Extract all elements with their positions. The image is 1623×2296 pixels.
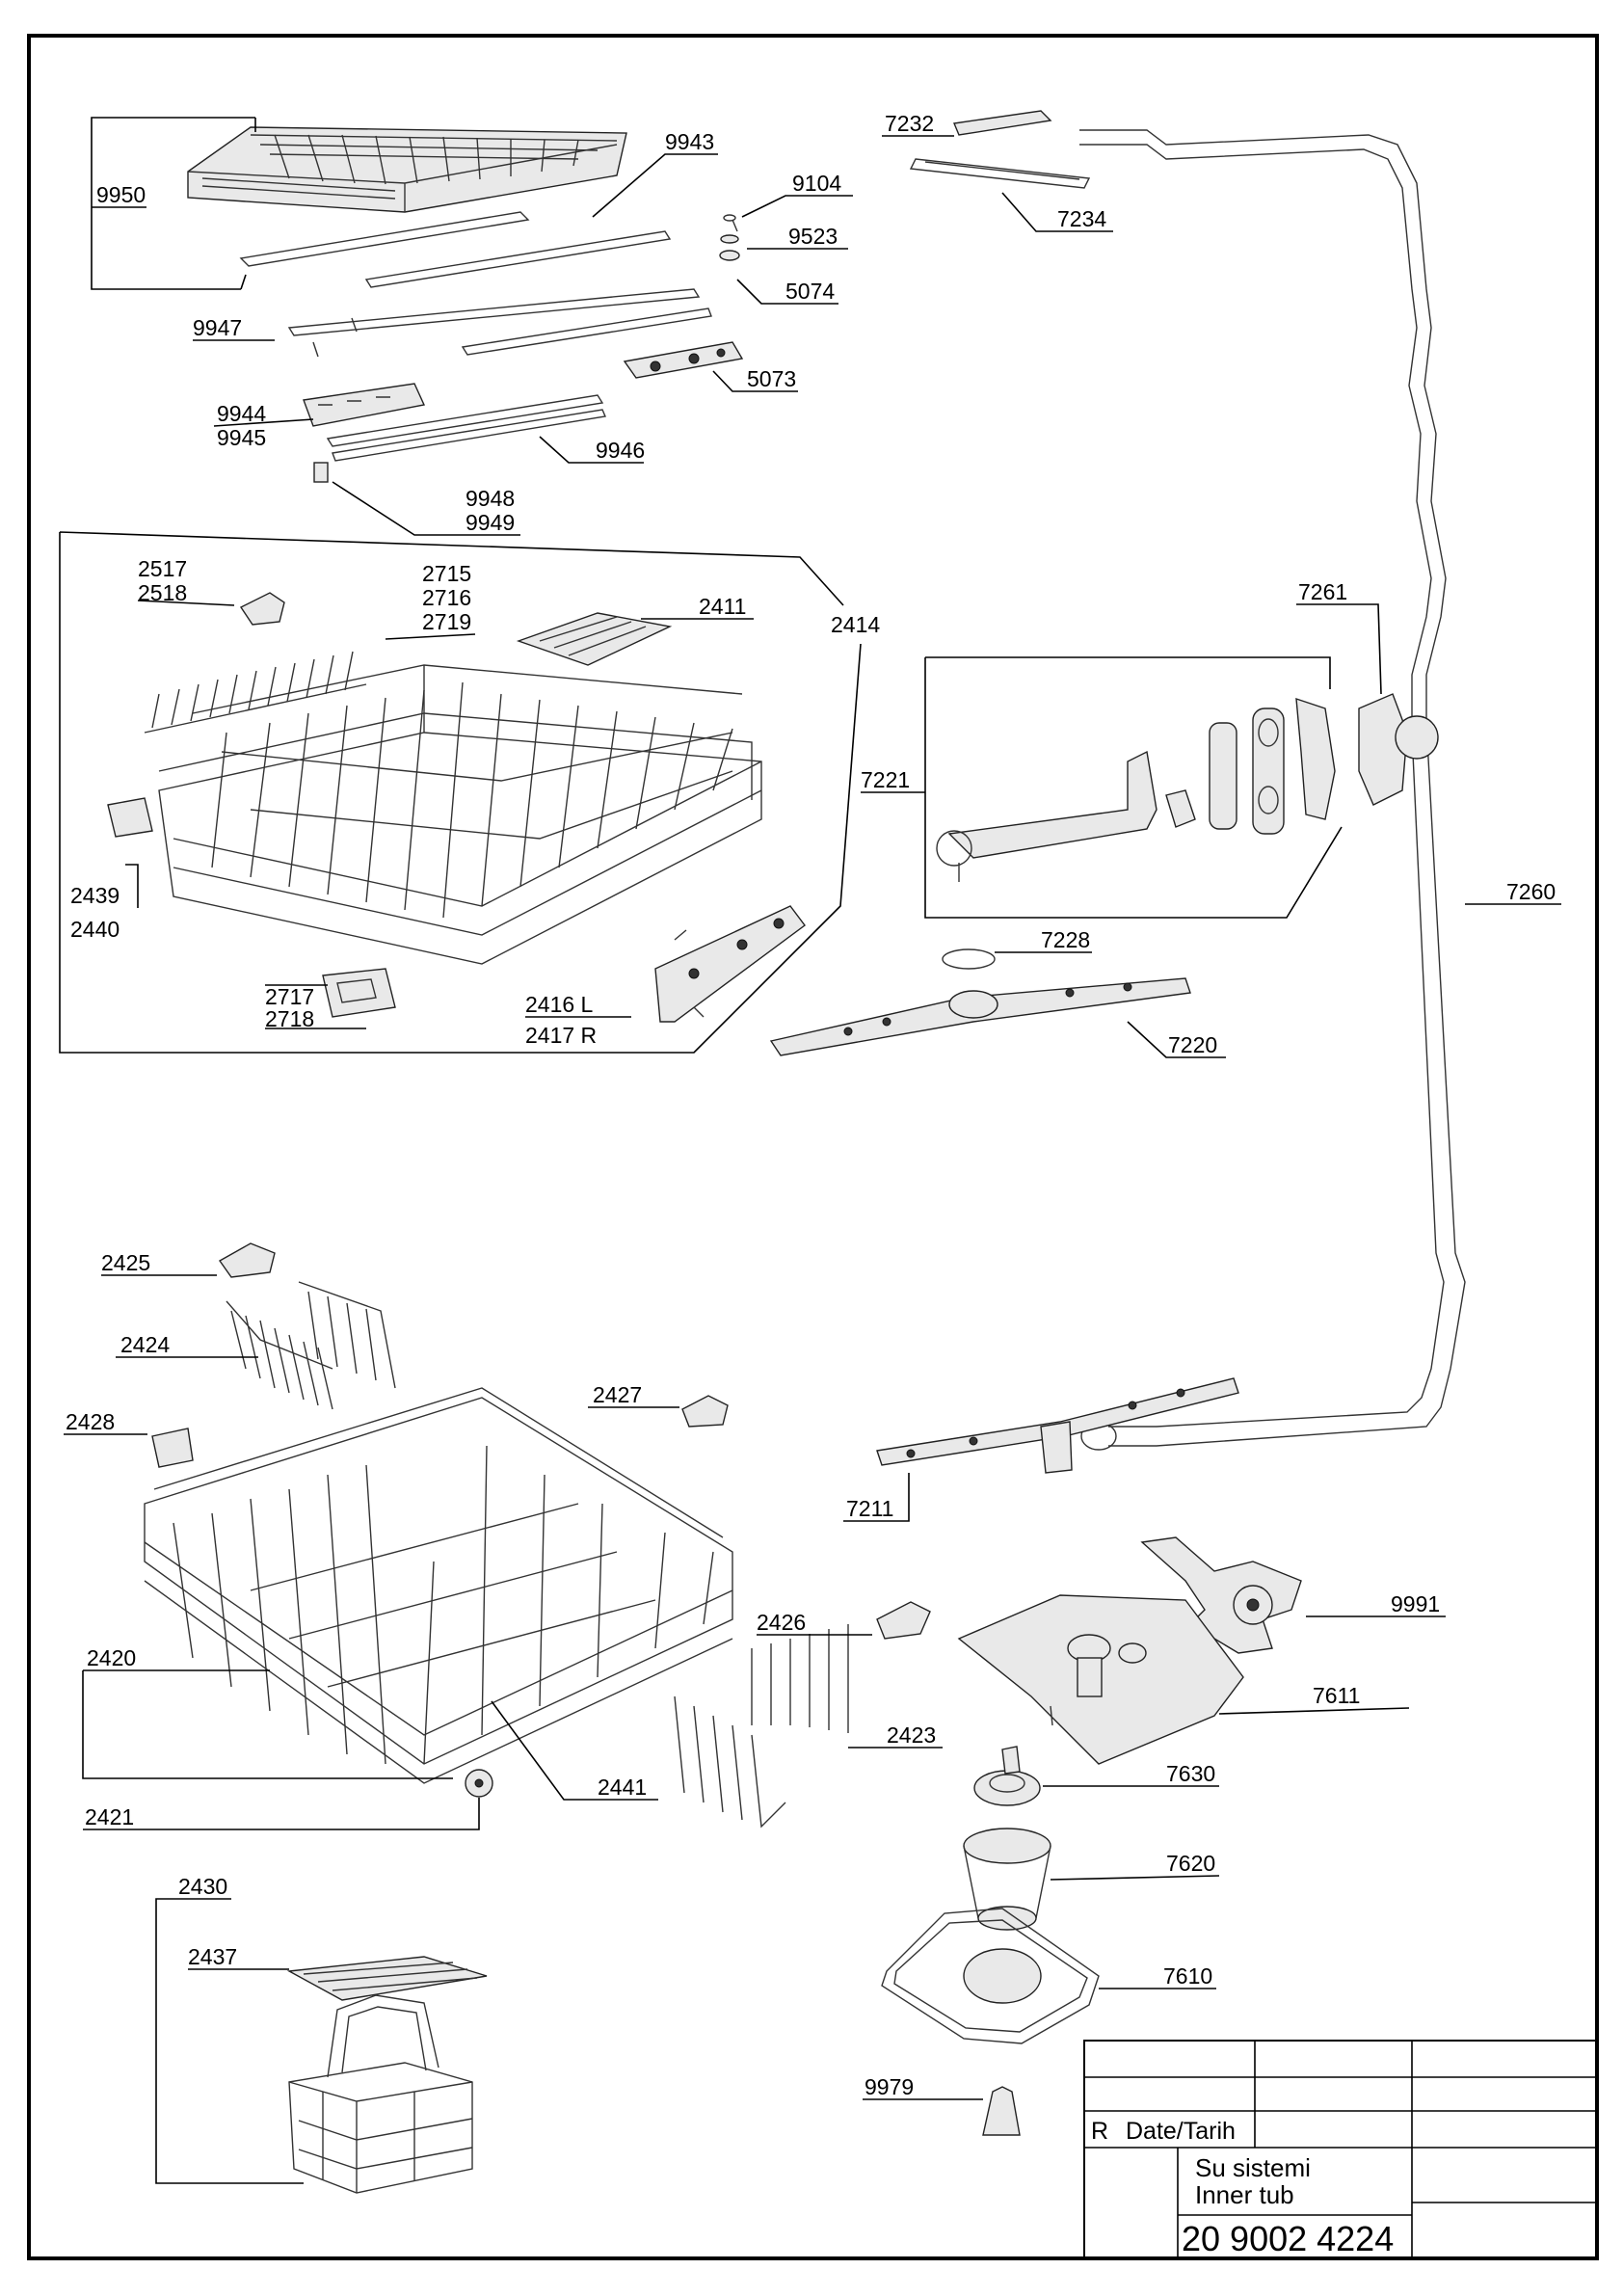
label-2411: 2411 — [699, 594, 746, 619]
part-number-labels: 9950 9943 9104 9523 5074 9947 5073 9944 … — [66, 111, 1556, 2099]
label-7611: 7611 — [1313, 1683, 1360, 1708]
label-2421: 2421 — [85, 1804, 134, 1829]
water-pipe-drawing — [769, 110, 1466, 1451]
label-9944: 9944 — [217, 401, 266, 426]
label-7220: 7220 — [1168, 1032, 1217, 1057]
drawing-frame — [27, 34, 1599, 2260]
label-2439: 2439 — [70, 883, 120, 908]
label-5073: 5073 — [747, 366, 796, 391]
label-2440: 2440 — [70, 917, 120, 942]
label-9946: 9946 — [596, 438, 645, 463]
label-9947: 9947 — [193, 315, 242, 340]
label-2425: 2425 — [101, 1250, 150, 1275]
label-2426: 2426 — [757, 1610, 806, 1635]
label-2414: 2414 — [831, 612, 880, 637]
label-5074: 5074 — [785, 279, 835, 304]
label-9950: 9950 — [96, 182, 146, 207]
label-9943: 9943 — [665, 129, 714, 154]
title-tr: Su sistemi — [1195, 2153, 1311, 2182]
label-9523: 9523 — [788, 224, 838, 249]
label-7234: 7234 — [1057, 206, 1106, 231]
sump-drawing — [876, 1377, 1302, 2136]
leader-lines — [59, 117, 1561, 2184]
label-2437: 2437 — [188, 1944, 237, 1969]
label-2427: 2427 — [593, 1382, 642, 1407]
label-2716: 2716 — [422, 585, 471, 610]
label-7610: 7610 — [1163, 1963, 1212, 1989]
revision-label: R — [1091, 2118, 1108, 2145]
label-2717: 2717 — [265, 984, 314, 1009]
label-7221: 7221 — [861, 767, 910, 792]
lower-basket-drawing — [144, 1242, 931, 1829]
label-2417: 2417 R — [525, 1023, 597, 1048]
label-2430: 2430 — [178, 1874, 227, 1899]
label-7228: 7228 — [1041, 927, 1090, 952]
label-7261: 7261 — [1298, 579, 1347, 604]
label-9948: 9948 — [466, 486, 515, 511]
date-label: Date/Tarih — [1126, 2118, 1236, 2145]
upper-basket-drawing — [107, 592, 806, 1023]
label-2424: 2424 — [120, 1332, 170, 1357]
label-2423: 2423 — [887, 1722, 936, 1748]
label-9945: 9945 — [217, 425, 266, 450]
label-2441: 2441 — [598, 1775, 647, 1800]
label-7260: 7260 — [1506, 879, 1556, 904]
label-2428: 2428 — [66, 1409, 115, 1434]
label-2518: 2518 — [138, 580, 187, 605]
label-9104: 9104 — [792, 171, 841, 196]
label-9979: 9979 — [865, 2074, 914, 2099]
label-7211: 7211 — [846, 1496, 893, 1521]
label-9949: 9949 — [466, 510, 515, 535]
cutlery-tray-drawing — [187, 126, 744, 483]
label-2517: 2517 — [138, 556, 187, 581]
label-9991: 9991 — [1391, 1591, 1440, 1616]
title-en: Inner tub — [1195, 2180, 1294, 2209]
label-7232: 7232 — [885, 111, 934, 136]
title-block: R Date/Tarih Su sistemi Inner tub 20 900… — [1083, 2040, 1598, 2259]
label-7620: 7620 — [1166, 1851, 1215, 1876]
label-2420: 2420 — [87, 1645, 136, 1670]
label-7630: 7630 — [1166, 1761, 1215, 1786]
drawing-number: 20 9002 4224 — [1182, 2219, 1394, 2258]
label-2719: 2719 — [422, 609, 471, 634]
cutlery-basket-drawing — [286, 1956, 488, 2194]
label-2416: 2416 L — [525, 992, 594, 1017]
label-2715: 2715 — [422, 561, 471, 586]
label-2718: 2718 — [265, 1006, 314, 1031]
